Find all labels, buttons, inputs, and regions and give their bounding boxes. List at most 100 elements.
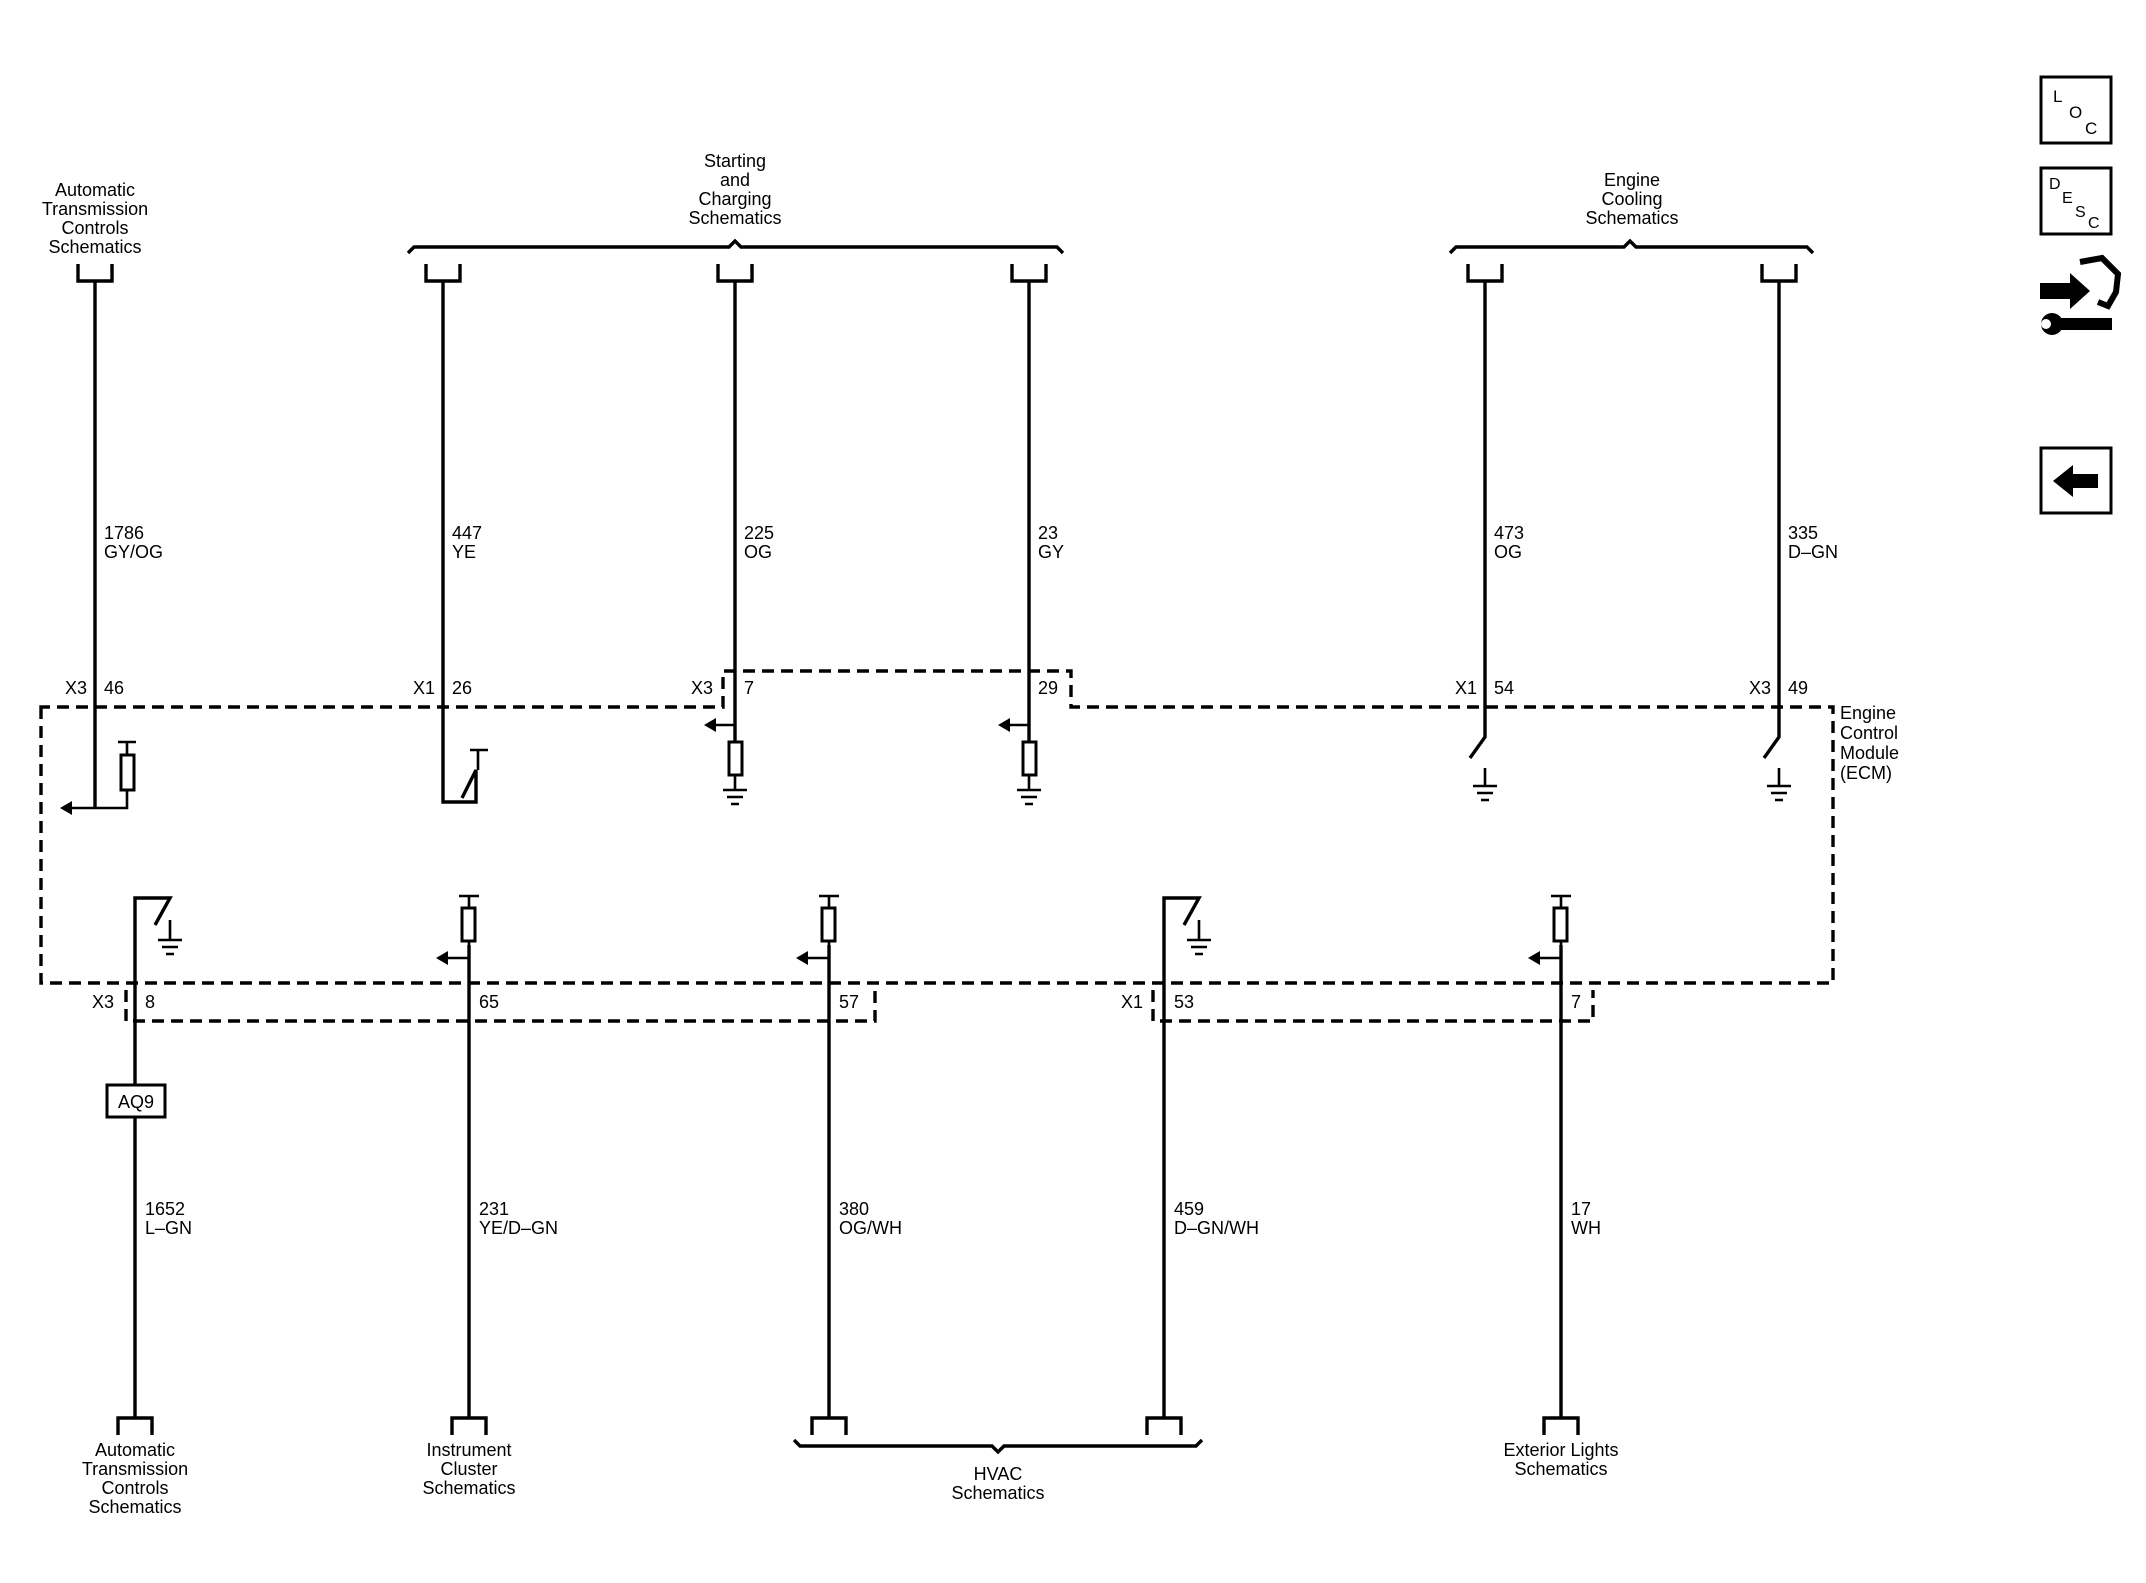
wire-color-1786: GY/OG [104, 542, 163, 562]
option-label-aq9: AQ9 [118, 1092, 154, 1112]
pin-7-top: 7 [744, 678, 754, 698]
connector-end-1652 [116, 1416, 154, 1435]
circuit-447: 447 YE X1 26 [413, 264, 488, 804]
wire-color-459: D–GN/WH [1174, 1218, 1259, 1238]
circuit-number-225: 225 [744, 523, 774, 543]
wire-459 [1162, 896, 1202, 1418]
wire-color-225: OG [744, 542, 772, 562]
option-box-aq9 [105, 1083, 167, 1119]
connector-id-x3-49: X3 [1749, 678, 1771, 698]
circuit-459: 459 D–GN/WH X1 53 [1121, 896, 1259, 1435]
ref-top-starting-line-4: Schematics [688, 208, 781, 228]
ecm-label-line-1: Engine [1840, 703, 1896, 723]
circuit-1652: AQ9 1652 L–GN X3 8 [92, 896, 192, 1435]
ref-top-engine-cooling[interactable]: Engine Cooling Schematics [1585, 170, 1678, 228]
ecm-label-line-2: Control [1840, 723, 1898, 743]
ref-bottom-hvac-line-2: Schematics [951, 1483, 1044, 1503]
ref-bottom-atc-line-4: Schematics [88, 1497, 181, 1517]
pin-57: 57 [839, 992, 859, 1012]
connector-group-x1-bottom [1151, 990, 1595, 1023]
circuit-number-1786: 1786 [104, 523, 144, 543]
input-arrow-65 [436, 951, 448, 965]
circuit-23: 23 GY 29 [998, 264, 1064, 806]
ref-top-cooling-line-2: Cooling [1601, 189, 1662, 209]
connector-end-473 [1466, 264, 1504, 283]
circuit-number-447: 447 [452, 523, 482, 543]
ref-bottom-cluster-line-1: Instrument [426, 1440, 511, 1460]
ref-top-automatic-transmission[interactable]: Automatic Transmission Controls Schemati… [42, 180, 148, 257]
ref-bottom-instrument-cluster[interactable]: Instrument Cluster Schematics [422, 1440, 515, 1498]
loc-letter-l: L [2053, 87, 2062, 106]
connector-end-335 [1760, 264, 1798, 283]
wire-447 [441, 281, 478, 804]
pin-8: 8 [145, 992, 155, 1012]
ref-top-atc-line-2: Transmission [42, 199, 148, 219]
connector-id-x3-46: X3 [65, 678, 87, 698]
input-arrow-29 [998, 718, 1010, 732]
wire-color-23: GY [1038, 542, 1064, 562]
ecm-label-line-4: (ECM) [1840, 763, 1892, 783]
desc-letter-c: C [2088, 215, 2100, 232]
wire-color-1652: L–GN [145, 1218, 192, 1238]
ref-top-cooling-line-3: Schematics [1585, 208, 1678, 228]
ref-top-starting-line-3: Charging [698, 189, 771, 209]
input-arrow-7-bottom [1528, 951, 1540, 965]
wire-color-231: YE/D–GN [479, 1218, 558, 1238]
ref-bottom-exterior-lights[interactable]: Exterior Lights Schematics [1503, 1440, 1618, 1479]
circuit-231: 231 YE/D–GN 65 [436, 894, 558, 1435]
connector-id-x3-8: X3 [92, 992, 114, 1012]
connector-end-459 [1145, 1416, 1183, 1435]
ref-bottom-hvac-line-1: HVAC [974, 1464, 1023, 1484]
loc-button[interactable]: L O C [2039, 75, 2113, 145]
circuit-number-459: 459 [1174, 1199, 1204, 1219]
ref-top-atc-line-1: Automatic [55, 180, 135, 200]
circuit-380: 380 OG/WH 57 [796, 894, 902, 1435]
bracket-top-starting [406, 238, 1065, 255]
ref-top-atc-line-4: Schematics [48, 237, 141, 257]
resistor-7-bottom [1552, 906, 1569, 943]
resistor-65 [460, 906, 477, 943]
wire-1652 [133, 896, 173, 1418]
connector-id-x1-54: X1 [1455, 678, 1477, 698]
connector-group-x3-bottom [124, 990, 877, 1023]
circuit-225: 225 OG X3 7 [691, 264, 774, 806]
pin-26: 26 [452, 678, 472, 698]
pullup-resistor-65 [444, 894, 479, 960]
pin-29: 29 [1038, 678, 1058, 698]
ref-bottom-atc-line-1: Automatic [95, 1440, 175, 1460]
resistor-46 [119, 753, 136, 792]
desc-button[interactable]: D E S C [2039, 166, 2113, 236]
circuit-17: 17 WH 7 [1528, 894, 1601, 1435]
back-button[interactable] [2039, 446, 2113, 515]
connector-id-x3-7: X3 [691, 678, 713, 698]
bracket-bottom-hvac [792, 1438, 1204, 1455]
ref-top-starting-charging[interactable]: Starting and Charging Schematics [688, 151, 781, 228]
wire-473 [1468, 281, 1487, 759]
ref-bottom-hvac[interactable]: HVAC Schematics [951, 1464, 1044, 1503]
circuit-number-380: 380 [839, 1199, 869, 1219]
bracket-top-cooling [1448, 238, 1815, 255]
back-arrow-icon [2053, 465, 2098, 497]
connector-wrench-icon[interactable] [2040, 254, 2122, 335]
resistor-7 [727, 740, 744, 777]
pin-7-bottom: 7 [1571, 992, 1581, 1012]
ecm-label-line-3: Module [1840, 743, 1899, 763]
connector-end-23 [1010, 264, 1048, 283]
input-arrow-57 [796, 951, 808, 965]
ref-bottom-automatic-transmission[interactable]: Automatic Transmission Controls Schemati… [82, 1440, 188, 1517]
pullup-resistor-57 [804, 894, 839, 960]
circuit-number-17: 17 [1571, 1199, 1591, 1219]
ref-top-starting-line-2: and [720, 170, 750, 190]
ground-8 [158, 920, 182, 956]
ground-54 [1473, 768, 1497, 802]
ecm-module-outline [39, 669, 1835, 985]
ref-top-atc-line-3: Controls [61, 218, 128, 238]
wire-335 [1762, 281, 1781, 759]
connector-end-17 [1542, 1416, 1580, 1435]
desc-letter-e: E [2062, 190, 2073, 207]
pullup-resistor-46 [66, 740, 136, 810]
loc-letter-o: O [2069, 103, 2082, 122]
ref-bottom-exterior-line-2: Schematics [1514, 1459, 1607, 1479]
pin-53: 53 [1174, 992, 1194, 1012]
